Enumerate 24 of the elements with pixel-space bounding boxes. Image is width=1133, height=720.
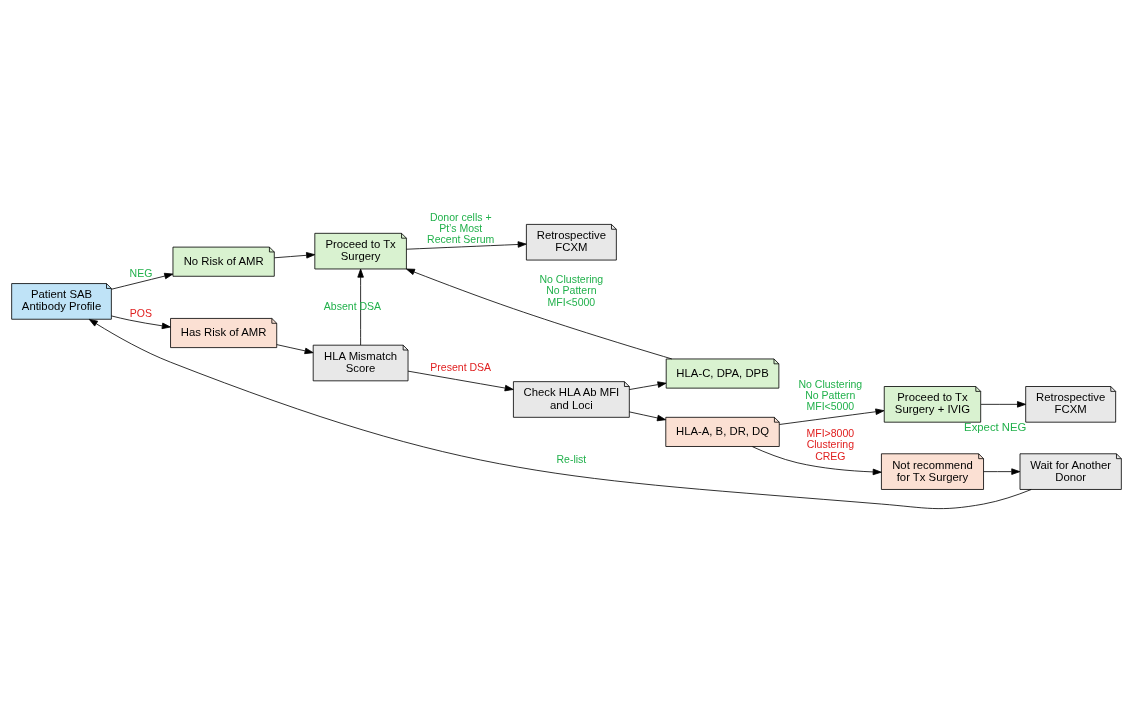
arrow: [407, 370, 514, 391]
arrow: [779, 408, 885, 425]
arrow: [980, 400, 1026, 408]
edge-label: No Clustering No Pattern MFI<5000: [798, 377, 863, 412]
arrow: [628, 410, 666, 421]
arrow: [752, 445, 882, 475]
edge-label: Present DSA: [430, 360, 492, 373]
arrow: [111, 272, 174, 290]
arrow: [111, 315, 171, 329]
edge-label: MFI>8000 Clustering CREG: [806, 426, 855, 462]
arrow: [88, 318, 1032, 509]
arrow: [276, 343, 314, 354]
arrow: [274, 251, 316, 259]
arrow: [983, 467, 1021, 475]
edge-label: POS: [129, 306, 153, 319]
edge-label: Donor cells + Pt’s Most Recent Serum: [427, 210, 495, 245]
edge-label: Re-list: [556, 452, 587, 465]
edge-label: No Clustering No Pattern MFI<5000: [539, 272, 604, 308]
node-label: Expect NEG: [964, 420, 1027, 433]
arrow: [357, 268, 364, 345]
edge-label: NEG: [129, 266, 153, 279]
arrow: [628, 380, 667, 390]
arrow: [406, 268, 673, 359]
arrow: [406, 240, 527, 250]
